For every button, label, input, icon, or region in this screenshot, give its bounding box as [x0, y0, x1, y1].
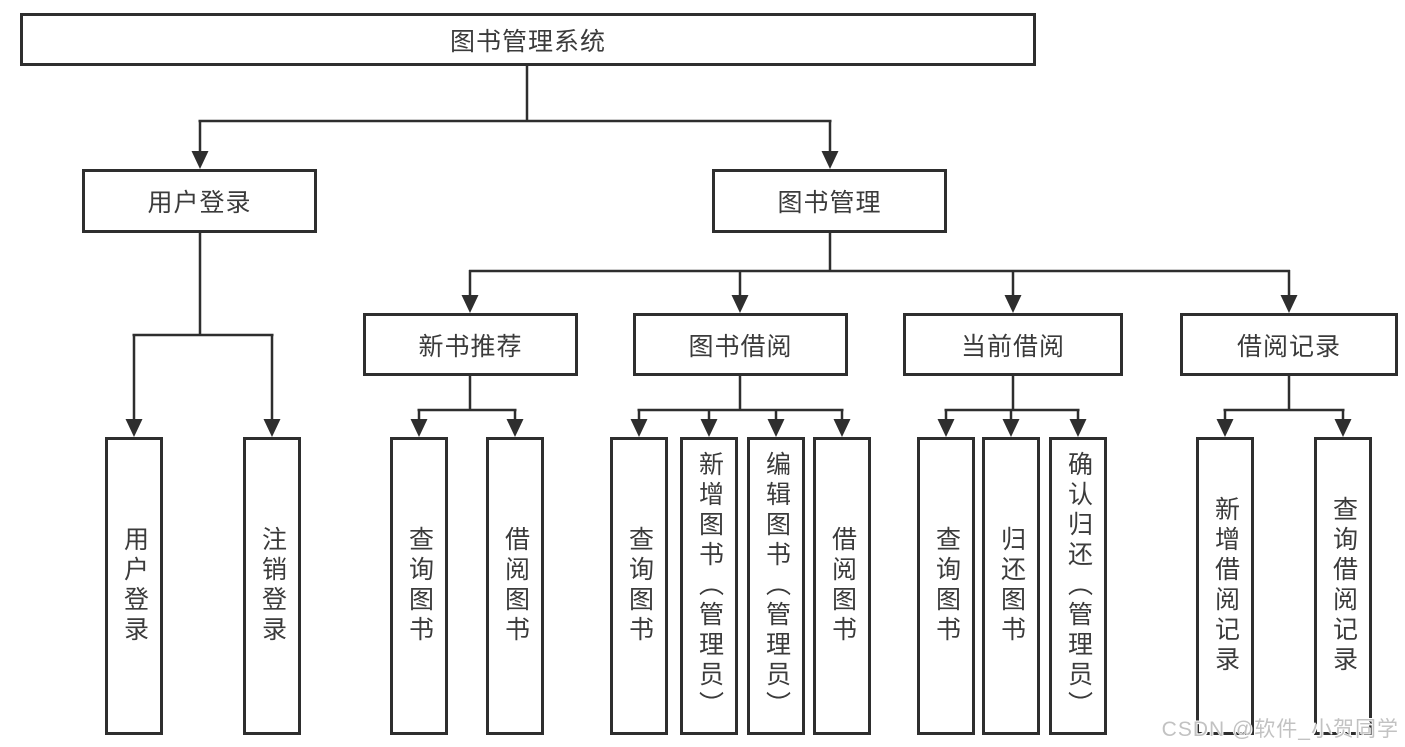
leaf-current-return-books: 归还图书 [982, 437, 1040, 735]
node-library-system: 图书管理系统 [20, 13, 1036, 66]
leaf-records-add-borrow-record: 新增借阅记录 [1196, 437, 1254, 735]
node-label: 确认归还（管理员） [1064, 451, 1093, 721]
leaf-logout: 注销登录 [243, 437, 301, 735]
node-user-login: 用户登录 [82, 169, 317, 233]
leaf-borrowing-add-books-admin: 新增图书（管理员） [680, 437, 738, 735]
node-borrowing-records: 借阅记录 [1180, 313, 1398, 376]
node-label: 编辑图书（管理员） [762, 451, 791, 721]
leaf-newbooks-query-books: 查询图书 [390, 437, 448, 735]
leaf-borrowing-borrow-books: 借阅图书 [813, 437, 871, 735]
node-label: 图书借阅 [688, 332, 793, 361]
leaf-borrowing-edit-books-admin: 编辑图书（管理员） [747, 437, 805, 735]
node-label: 新增借阅记录 [1211, 496, 1240, 676]
leaf-user-login: 用户登录 [105, 437, 163, 735]
node-label: 新增图书（管理员） [695, 451, 724, 721]
leaf-newbooks-borrow-books: 借阅图书 [486, 437, 544, 735]
node-new-book-recommendation: 新书推荐 [363, 313, 578, 376]
leaf-records-query-borrow-record: 查询借阅记录 [1314, 437, 1372, 735]
node-label: 查询借阅记录 [1329, 496, 1358, 676]
node-label: 归还图书 [997, 526, 1026, 646]
csdn-watermark: CSDN @软件_小贺同学 [1161, 718, 1399, 741]
node-label: 查询图书 [932, 526, 961, 646]
node-label: 借阅图书 [501, 526, 530, 646]
node-label: 当前借阅 [960, 332, 1065, 361]
node-book-management: 图书管理 [712, 169, 947, 233]
node-label: 用户登录 [120, 526, 149, 646]
node-current-borrowing: 当前借阅 [903, 313, 1123, 376]
node-label: 新书推荐 [418, 332, 523, 361]
node-label: 图书管理 [777, 189, 882, 217]
node-label: 查询图书 [405, 526, 434, 646]
node-label: 注销登录 [258, 526, 287, 646]
node-label: 借阅记录 [1236, 332, 1341, 361]
node-book-borrowing: 图书借阅 [633, 313, 848, 376]
node-label: 用户登录 [147, 189, 252, 217]
leaf-borrowing-query-books: 查询图书 [610, 437, 668, 735]
node-label: 图书管理系统 [449, 27, 606, 56]
node-label: 查询图书 [625, 526, 654, 646]
leaf-current-confirm-return-admin: 确认归还（管理员） [1049, 437, 1107, 735]
node-label: 借阅图书 [828, 526, 857, 646]
leaf-current-query-books: 查询图书 [917, 437, 975, 735]
